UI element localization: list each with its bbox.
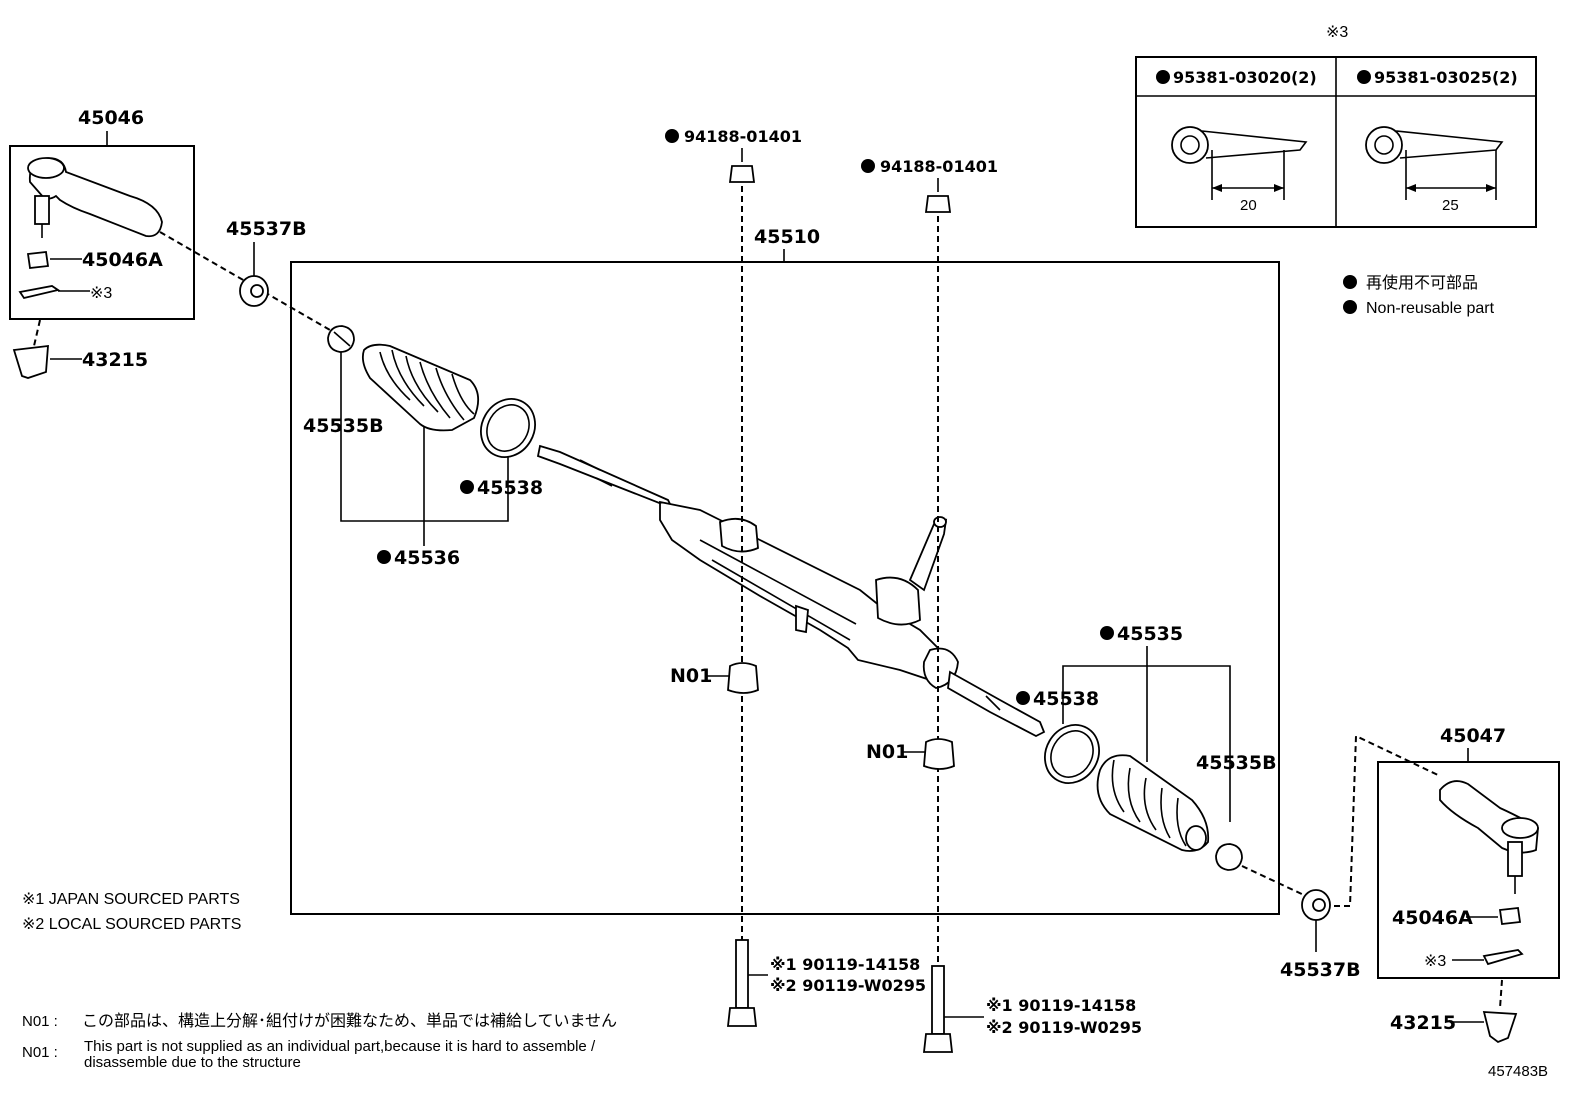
part-label-nut-94188-right[interactable]: 94188-01401 — [880, 157, 998, 176]
grommet-45537B-left-icon[interactable] — [239, 275, 269, 307]
legend-text-jp: 再使用不可部品 — [1366, 274, 1478, 292]
legend-non-reusable: 再使用不可部品 Non-reusable part — [1343, 274, 1495, 317]
bolt-left-local[interactable]: ※2 90119-W0295 — [770, 976, 926, 995]
rack-assembly-45510-box — [290, 261, 1280, 915]
note-japan-sourced: ※1 JAPAN SOURCED PARTS — [22, 891, 240, 908]
bellows-boot-left-icon[interactable] — [361, 343, 480, 432]
leader-43215-left — [33, 319, 41, 347]
part-label-45538-right[interactable]: 45538 — [1033, 688, 1099, 710]
castle-nut-45046A-right-icon[interactable] — [1498, 907, 1522, 925]
tie-rod-end-right-icon[interactable] — [1439, 780, 1539, 894]
part-label-45535[interactable]: 45535 — [1117, 623, 1183, 645]
part-label-45046A-right[interactable]: 45046A — [1392, 907, 1473, 929]
tie-rod-end-left-group: 45046 45046A ※3 — [9, 107, 195, 320]
cotter-table-mark: ※3 — [1326, 24, 1348, 41]
part-label-45537B-left[interactable]: 45537B — [226, 218, 307, 240]
part-label-N01-left[interactable]: N01 — [670, 665, 712, 687]
part-label-45537B-right[interactable]: 45537B — [1280, 959, 1361, 981]
mark-x3-left: ※3 — [90, 285, 112, 302]
bellows-boot-right-icon[interactable] — [1096, 754, 1210, 852]
note-n01-label-en: N01 : — [22, 1044, 58, 1061]
legend-text-en: Non-reusable part — [1366, 300, 1495, 317]
nut-94188-left-icon[interactable] — [728, 165, 756, 183]
cotter-dim-20: 20 — [1240, 197, 1257, 214]
cotter-part-left[interactable]: 95381-03020(2) — [1173, 68, 1317, 87]
cotter-part-right[interactable]: 95381-03025(2) — [1374, 68, 1518, 87]
tie-rod-end-left-icon[interactable] — [27, 157, 163, 238]
grommet-45537B-right-icon[interactable] — [1301, 889, 1331, 921]
nut-94188-right-icon[interactable] — [924, 195, 952, 213]
note-local-sourced: ※2 LOCAL SOURCED PARTS — [22, 916, 241, 933]
bushing-N01-left-icon[interactable] — [727, 662, 759, 694]
part-label-45536[interactable]: 45536 — [394, 547, 460, 569]
cotter-pin-right-icon[interactable] — [1482, 949, 1524, 966]
clamp-45535B-left-icon[interactable] — [327, 325, 355, 353]
steering-rack-body-icon[interactable] — [536, 444, 1046, 738]
clamp-45535B-right-icon[interactable] — [1215, 843, 1243, 871]
ring-45538-right-icon[interactable] — [1034, 715, 1109, 793]
figure-id: 457483B — [1488, 1063, 1548, 1080]
part-label-45510[interactable]: 45510 — [754, 226, 820, 248]
bolt-left-japan[interactable]: ※1 90119-14158 — [770, 955, 920, 974]
part-label-45535B-right[interactable]: 45535B — [1196, 752, 1277, 774]
bolt-right-japan[interactable]: ※1 90119-14158 — [986, 996, 1136, 1015]
part-label-nut-94188-left[interactable]: 94188-01401 — [684, 127, 802, 146]
part-label-45047[interactable]: 45047 — [1440, 725, 1506, 747]
cotter-pin-20-icon — [1171, 126, 1308, 200]
bushing-N01-right-icon[interactable] — [923, 738, 955, 770]
part-label-45046[interactable]: 45046 — [78, 107, 144, 129]
part-label-43215-left[interactable]: 43215 — [82, 349, 148, 371]
tie-rod-end-left-box — [9, 145, 195, 320]
note-n01-en-line1: This part is not supplied as an individu… — [84, 1038, 596, 1055]
castle-nut-45046A-left-icon[interactable] — [26, 251, 50, 269]
leader-43215-right — [1499, 979, 1503, 1009]
leader-right-box — [1334, 734, 1441, 907]
boot-43215-right-icon[interactable] — [1482, 1011, 1518, 1044]
tie-rod-end-right-group: 45047 45046A ※3 — [1377, 725, 1560, 979]
part-label-43215-right[interactable]: 43215 — [1390, 1012, 1456, 1034]
bolt-90119-right-icon[interactable] — [922, 965, 954, 1053]
mark-x3-right: ※3 — [1424, 953, 1446, 970]
bolt-right-local[interactable]: ※2 90119-W0295 — [986, 1018, 1142, 1037]
note-n01-en-line2: disassemble due to the structure — [84, 1054, 301, 1071]
boot-43215-left-icon[interactable] — [12, 344, 49, 379]
cotter-pin-25-icon — [1365, 126, 1504, 200]
part-label-45538-left[interactable]: 45538 — [477, 477, 543, 499]
ring-45538-left-icon[interactable] — [470, 389, 545, 467]
cotter-pin-table: ※3 95381-03020(2) 95381-03025(2) 20 — [1135, 24, 1537, 228]
part-label-45535B-left[interactable]: 45535B — [303, 415, 384, 437]
part-label-N01-right[interactable]: N01 — [866, 741, 908, 763]
cotter-pin-left-icon[interactable] — [18, 285, 61, 300]
note-n01-label-jp: N01 : — [22, 1013, 58, 1030]
bolt-90119-left-icon[interactable] — [726, 939, 758, 1027]
tie-rod-end-right-box — [1377, 761, 1560, 979]
cotter-dim-25: 25 — [1442, 197, 1459, 214]
leader-tie-rod-left — [159, 231, 331, 331]
part-label-45046A-left[interactable]: 45046A — [82, 249, 163, 271]
leader-tie-rod-right — [1241, 865, 1307, 897]
note-n01-jp: この部品は、構造上分解･組付けが困難なため、単品では補給していません — [82, 1012, 617, 1030]
